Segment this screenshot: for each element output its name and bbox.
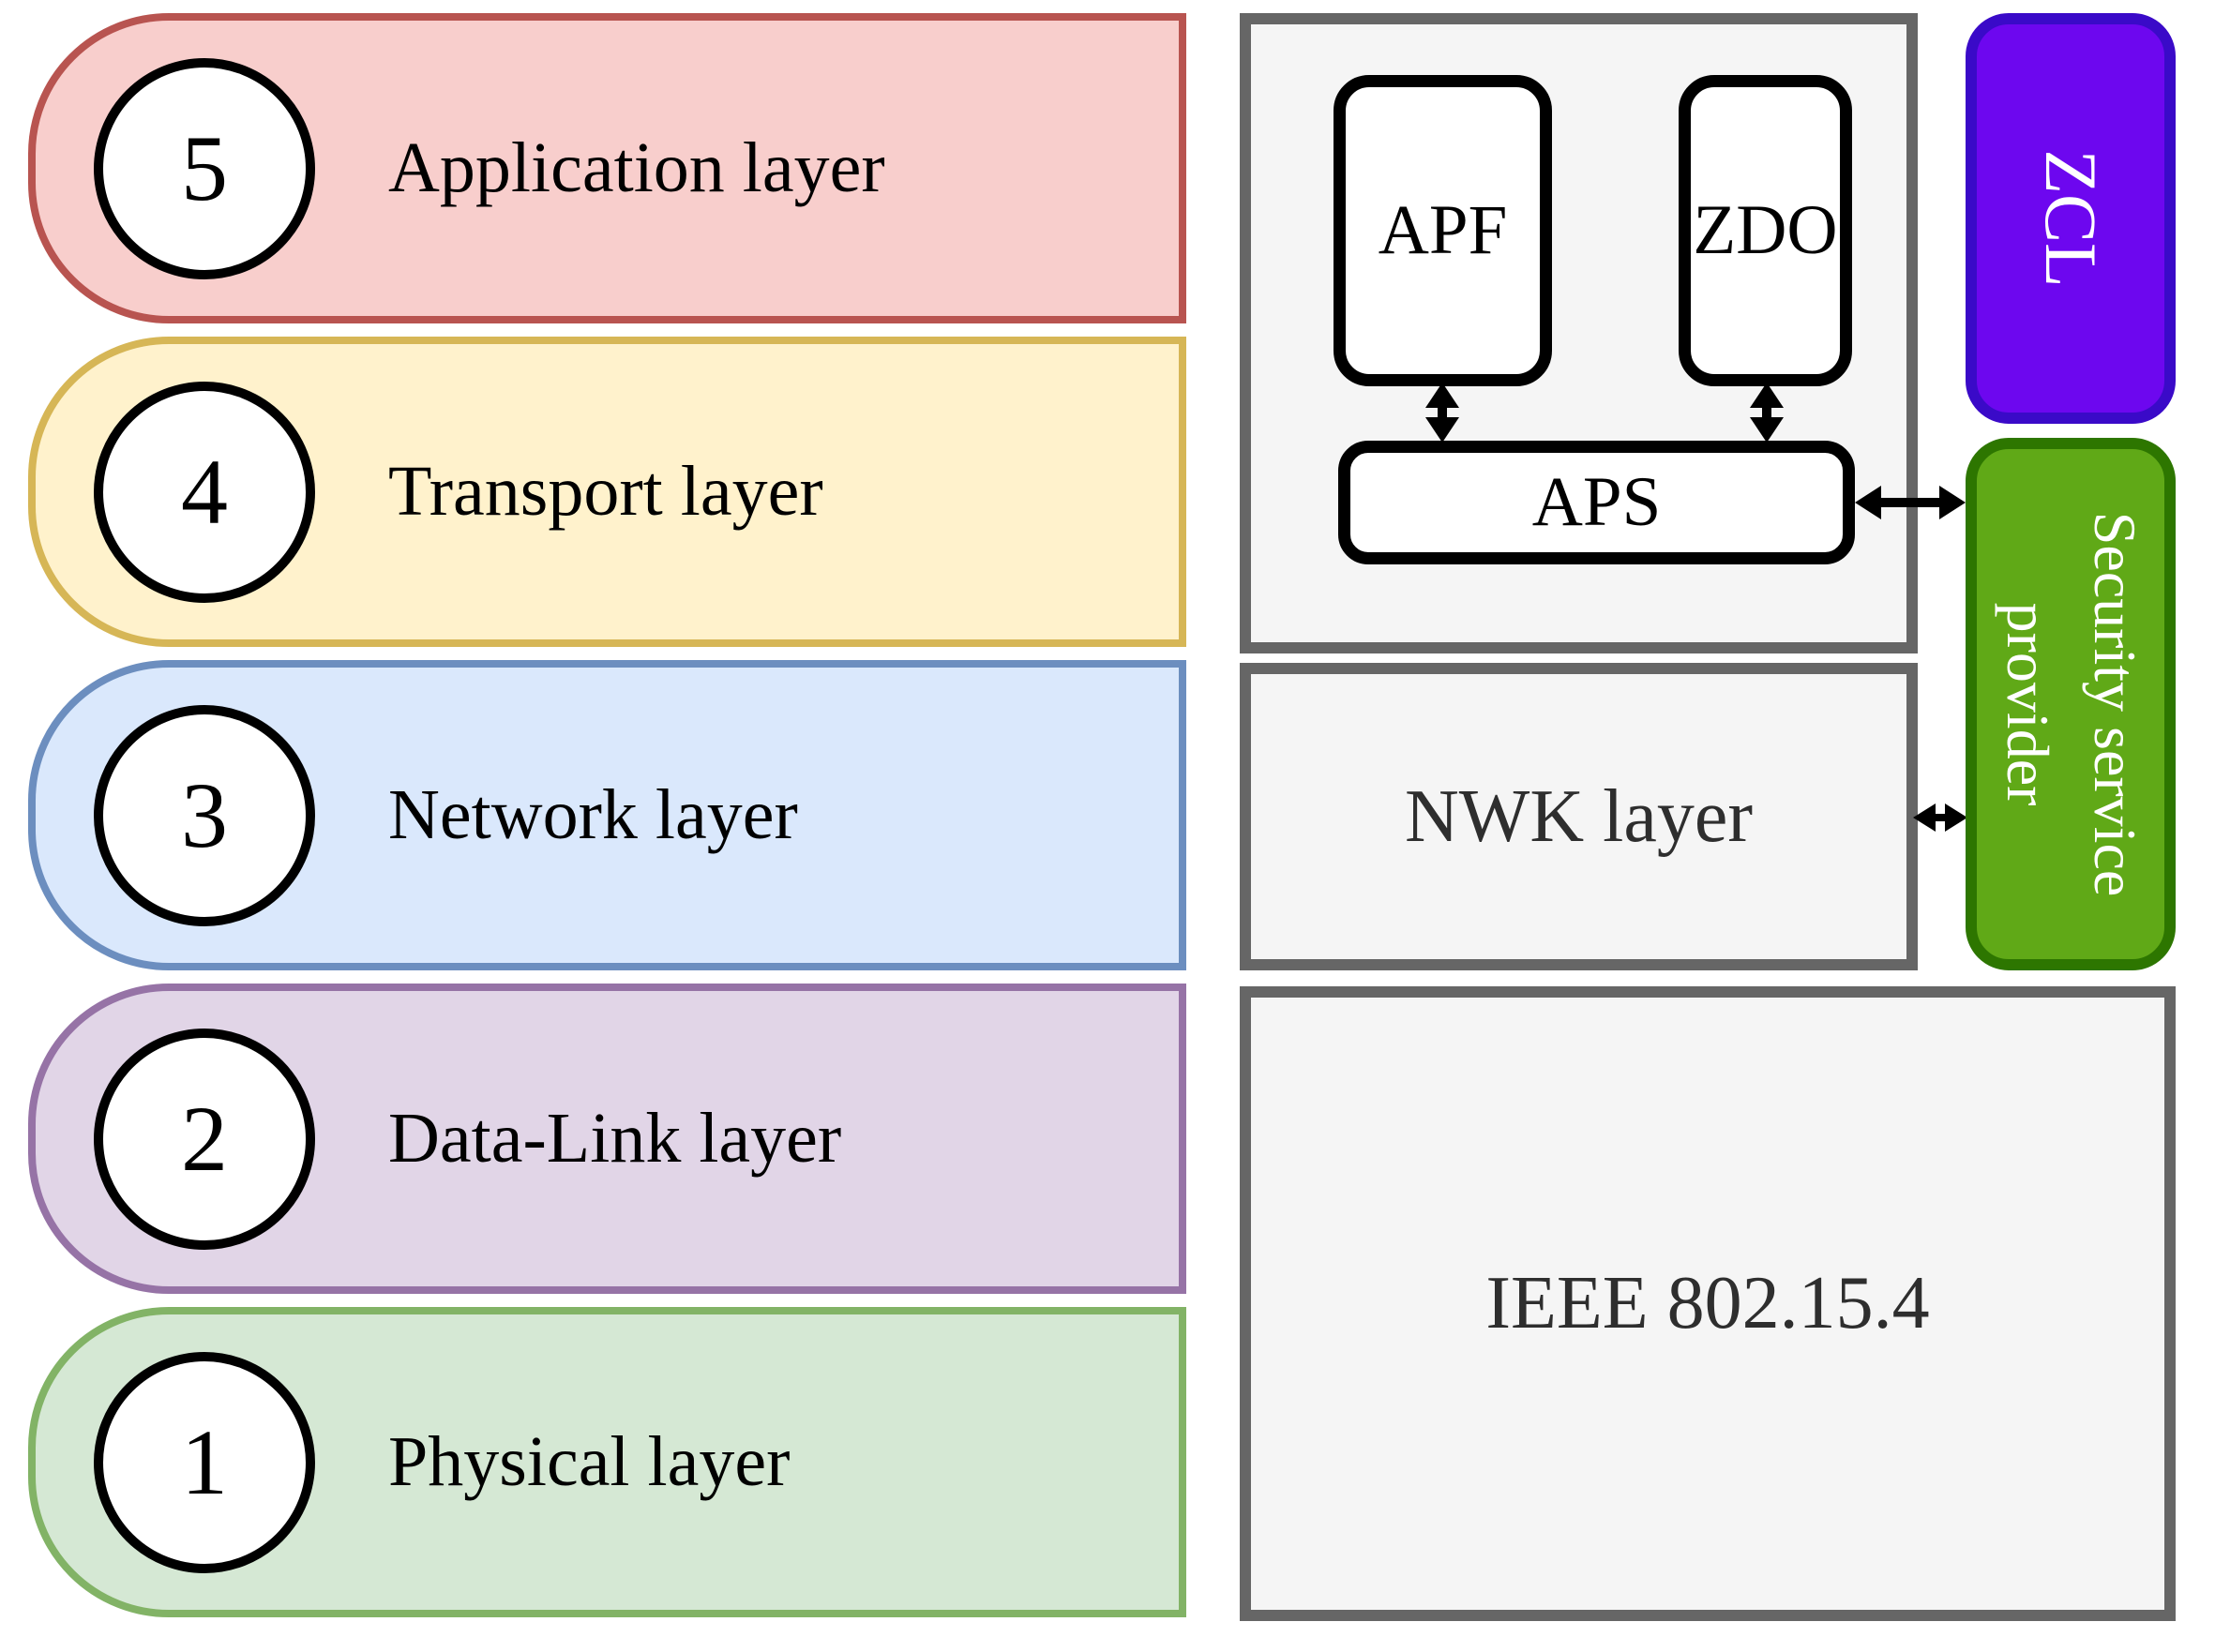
layer-number-circle: 3 [94, 704, 315, 926]
ieee-802154-box: IEEE 802.15.4 [1240, 986, 2176, 1621]
layer-label: Physical layer [388, 1422, 791, 1501]
layer-label: Transport layer [388, 452, 823, 531]
layer-pill-datalink: 2 Data-Link layer [28, 984, 1186, 1294]
zdo-box: ZDO [1679, 75, 1852, 386]
layer-pill-network: 3 Network layer [28, 660, 1186, 970]
nwk-layer-box: NWK layer [1240, 663, 1918, 970]
layer-number: 4 [181, 439, 228, 544]
nwk-security-arrow [1913, 803, 1967, 832]
layer-number-circle: 4 [94, 381, 315, 603]
security-service-provider-label: Security service provider [1995, 511, 2148, 897]
zcl-box: ZCL [1966, 13, 2176, 424]
zdo-label: ZDO [1693, 191, 1838, 269]
layer-pill-application: 5 Application layer [28, 13, 1186, 323]
ieee-802154-label: IEEE 802.15.4 [1485, 1262, 1930, 1344]
aps-label: APS [1531, 463, 1662, 541]
layer-number-circle: 2 [94, 1028, 315, 1250]
layer-label: Application layer [388, 128, 885, 207]
layer-pill-physical: 1 Physical layer [28, 1307, 1186, 1617]
layer-number-circle: 5 [94, 57, 315, 279]
apf-aps-arrow [1425, 383, 1459, 443]
nwk-layer-label: NWK layer [1405, 774, 1753, 858]
layer-number: 5 [181, 115, 228, 220]
security-service-provider-box: Security service provider [1966, 438, 2176, 970]
apf-box: APF [1334, 75, 1552, 386]
layer-label: Data-Link layer [388, 1099, 842, 1178]
layer-label: Network layer [388, 775, 798, 854]
layer-number: 1 [181, 1409, 228, 1514]
layer-pill-transport: 4 Transport layer [28, 337, 1186, 647]
zcl-label: ZCL [2030, 149, 2112, 288]
layer-number-circle: 1 [94, 1351, 315, 1573]
layer-number: 3 [181, 762, 228, 867]
layer-number: 2 [181, 1086, 228, 1191]
zdo-aps-arrow [1750, 383, 1784, 443]
apf-label: APF [1378, 191, 1508, 269]
aps-security-arrow [1855, 486, 1966, 519]
aps-box: APS [1338, 441, 1855, 564]
